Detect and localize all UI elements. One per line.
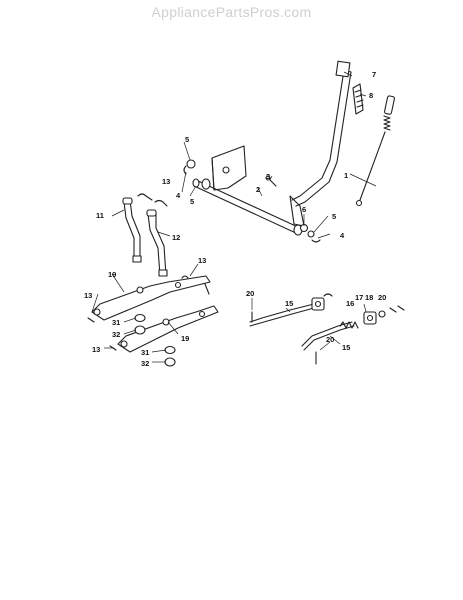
cotter-pins-part-13 [87,193,210,351]
callout-7: 7 [372,70,376,79]
callout-13: 13 [162,177,170,186]
callout-4: 4 [340,231,345,240]
handle-grip [352,83,364,115]
callout-15: 15 [342,343,350,352]
spring-part-8 [383,95,395,131]
rod-part-15-lower [301,307,397,351]
washers-parts-5-6 [183,159,321,243]
watermark-header: AppliancePartsPros.com [151,4,312,20]
lift-rod-part-1 [355,131,386,207]
callout-13: 13 [92,345,100,354]
callout-31: 31 [112,318,120,327]
lift-link-part-12 [146,209,168,277]
callout-19: 19 [108,270,116,279]
callout-20: 20 [378,293,386,302]
callout-1: 1 [344,171,348,180]
leader-lines [91,71,377,363]
callout-4: 4 [176,191,181,200]
callout-3: 3 [266,172,270,181]
lift-link-part-11 [122,197,142,263]
callout-18: 18 [365,293,373,302]
lift-arm-part-19-upper [91,275,211,321]
callout-5: 5 [185,135,189,144]
callout-31: 31 [141,348,149,357]
callout-5: 5 [332,212,336,221]
callout-19: 19 [181,334,189,343]
pins-part-20 [251,305,405,365]
callout-12: 12 [172,233,180,242]
callout-labels: 1 2 3 4 4 5 5 5 6 7 8 11 12 13 13 13 13 … [84,70,386,368]
callout-5: 5 [190,197,194,206]
callout-13: 13 [84,291,92,300]
callout-32: 32 [141,359,149,368]
callout-32: 32 [112,330,120,339]
callout-15: 15 [285,299,293,308]
rod-part-15-upper [249,293,333,327]
callout-17: 17 [355,293,363,302]
callout-11: 11 [96,211,104,220]
callout-2: 2 [256,185,260,194]
callout-20: 20 [326,335,334,344]
callout-20: 20 [246,289,254,298]
callout-13: 13 [198,256,206,265]
lift-handle [291,60,352,207]
lift-arm-part-19-lower [117,305,219,353]
callout-16: 16 [346,299,354,308]
callout-6: 6 [302,205,306,214]
callout-8: 8 [369,91,373,100]
bolt-part-3 [265,175,277,187]
mounting-bracket [211,145,247,191]
cross-shaft-part-2 [192,178,305,236]
